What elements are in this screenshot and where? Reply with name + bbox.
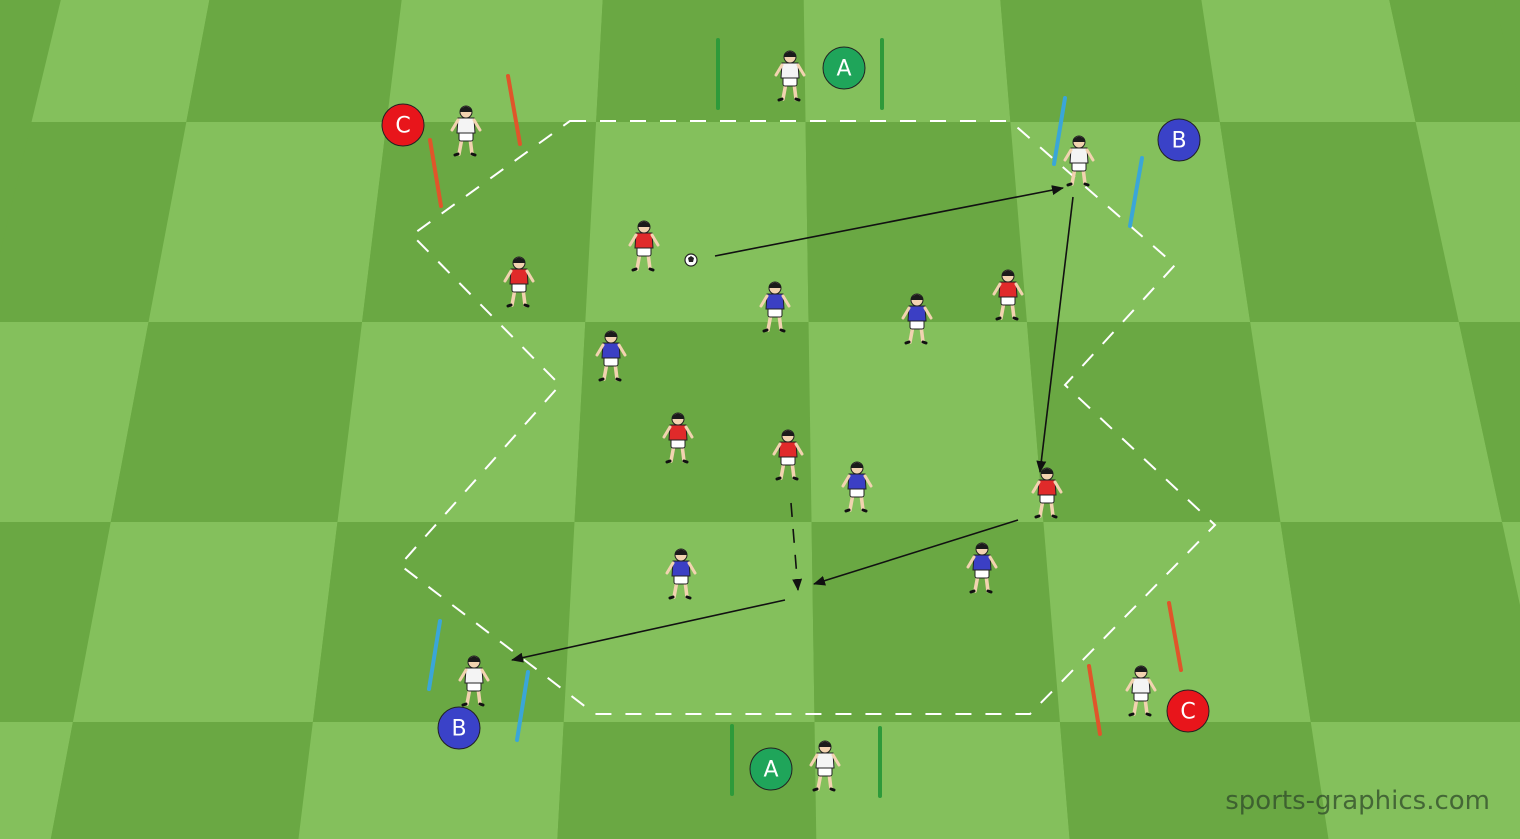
players <box>450 50 1157 792</box>
badge-c-bottom-right: C <box>1166 689 1210 733</box>
grass-tile <box>814 722 1070 839</box>
badge-b-top-right-label: B <box>1171 129 1186 154</box>
grass-tile <box>1310 722 1520 839</box>
pass-arrow <box>1036 196 1074 473</box>
grass-tile <box>1043 522 1311 722</box>
red-player <box>772 429 804 481</box>
blue-player <box>966 542 998 594</box>
neutral-player <box>809 740 841 792</box>
badge-a-top-label: A <box>836 57 851 82</box>
badge-a-top-circle <box>822 46 866 90</box>
badge-c-bottom-right-label: C <box>1180 700 1195 725</box>
red-player <box>662 412 694 464</box>
badge-a-bottom-label: A <box>763 758 778 783</box>
grass-tile <box>596 0 806 122</box>
pass-arrows <box>511 185 1074 663</box>
badge-b-bottom-left-label: B <box>451 717 466 742</box>
grass-tile <box>585 122 809 322</box>
pole-orange <box>506 74 522 146</box>
badge-b-bottom-left: B <box>437 706 481 750</box>
red-player <box>628 220 660 272</box>
grass-tile <box>557 722 817 839</box>
pass-arrow <box>511 599 786 663</box>
grass-tile <box>298 722 564 839</box>
grass-tile <box>386 0 603 122</box>
badge-c-top-left-label: C <box>395 114 410 139</box>
ball-icon <box>684 253 698 267</box>
grass-tile <box>1059 722 1329 839</box>
grass-tile <box>1389 0 1520 122</box>
grass-tile <box>0 722 73 839</box>
grass-tile <box>1026 322 1281 522</box>
grass-tile <box>563 522 815 722</box>
grass-tile <box>808 322 1044 522</box>
grass-tile <box>1502 522 1520 606</box>
grass-tile <box>1250 322 1503 522</box>
blue-player <box>595 330 627 382</box>
pass-arrow <box>714 185 1064 257</box>
blue-player <box>901 293 933 345</box>
grass-tile <box>148 122 387 322</box>
watermark-text: sports-graphics.com <box>1225 786 1490 816</box>
badge-c-bottom-right-circle <box>1166 689 1210 733</box>
pass-arrow <box>813 519 1019 586</box>
pole-orange <box>1087 664 1102 736</box>
grass-tile <box>110 322 363 522</box>
red-player <box>503 256 535 308</box>
pole-orange <box>1167 601 1183 672</box>
pole-orange <box>428 138 443 208</box>
grass-tile <box>72 522 338 722</box>
grass-tile <box>1280 522 1520 722</box>
badge-a-top: A <box>822 46 866 90</box>
pole-blue <box>427 619 442 691</box>
grass-tile <box>811 522 1060 722</box>
blue-player <box>759 281 791 333</box>
badge-b-bottom-left-circle <box>437 706 481 750</box>
blue-player <box>665 548 697 600</box>
grass-tile <box>0 322 149 522</box>
grass-tile <box>574 322 812 522</box>
grass-tile <box>1201 0 1416 122</box>
playing-zone-boundary <box>398 120 1217 715</box>
grass-tile <box>1000 0 1220 122</box>
grass-tile <box>0 522 111 722</box>
badge-b-top-right-circle <box>1157 118 1201 162</box>
grass-tile <box>31 0 210 122</box>
grass-tile <box>186 0 402 122</box>
grass-tile <box>803 0 1011 122</box>
badge-b-top-right: B <box>1157 118 1201 162</box>
grass-tile <box>312 522 575 722</box>
grass-tile <box>1458 322 1520 522</box>
pole-blue <box>515 670 530 742</box>
badge-a-bottom-circle <box>749 747 793 791</box>
grass-tile <box>50 722 313 839</box>
grass-tile <box>0 122 187 322</box>
red-player <box>1031 467 1063 519</box>
zone-badges: A A B B C C <box>381 46 1210 791</box>
pole-blue <box>1128 156 1144 228</box>
grass-tile <box>362 122 597 322</box>
grass-tile <box>805 122 1027 322</box>
grass-tile <box>337 322 586 522</box>
marker-poles <box>427 38 1183 798</box>
grass-tile <box>1415 122 1520 322</box>
neutral-player <box>450 105 482 157</box>
blue-player <box>841 461 873 513</box>
neutral-player <box>1063 135 1095 187</box>
neutral-player <box>1125 665 1157 717</box>
grass-tile <box>1219 122 1459 322</box>
badge-c-top-left-circle <box>381 103 425 147</box>
red-player <box>992 269 1024 321</box>
neutral-player <box>774 50 806 102</box>
neutral-player <box>458 655 490 707</box>
badge-a-bottom: A <box>749 747 793 791</box>
pole-blue <box>1052 96 1067 166</box>
badge-c-top-left: C <box>381 103 425 147</box>
